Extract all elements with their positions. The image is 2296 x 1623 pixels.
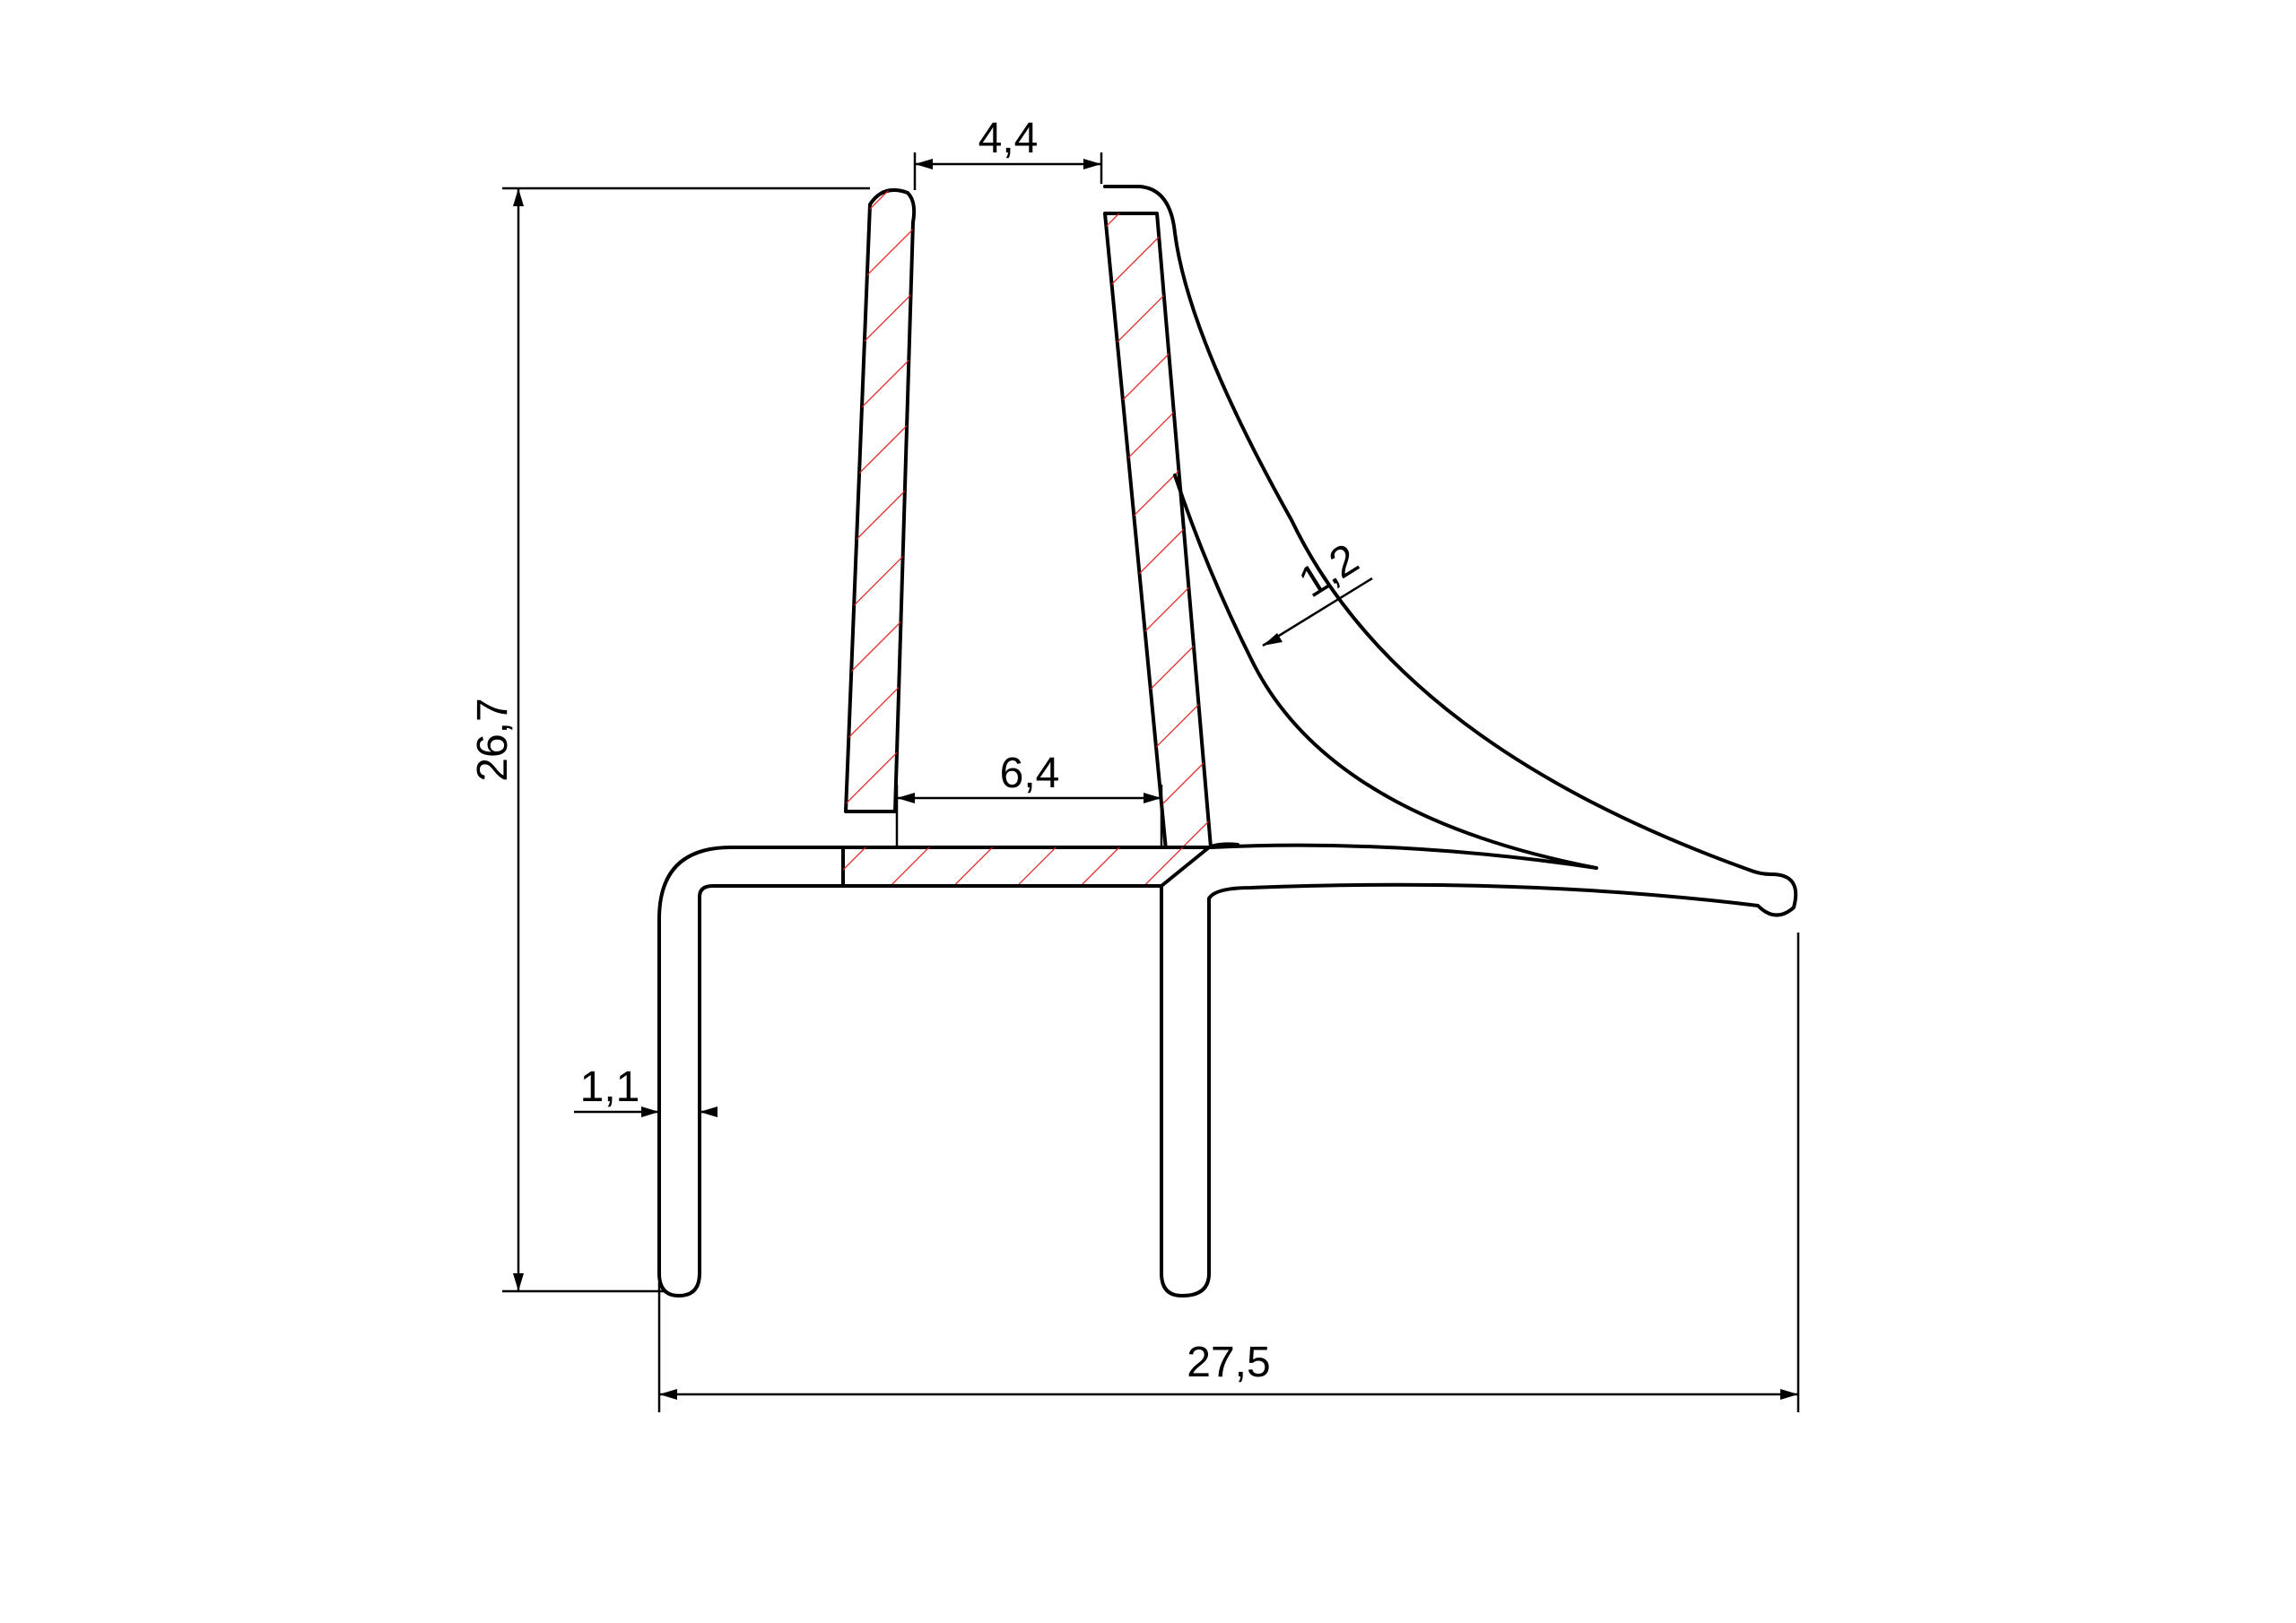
dimension-inner-bottom-width: 6,4 [895,750,1163,847]
left-channel-wall-hatch [846,189,915,812]
flange-right-edge [1207,842,1239,849]
dimension-leg-thickness: 1,1 [574,1063,718,1117]
dimension-total-height-label: 26,7 [469,698,517,781]
dimension-lip-thickness-label: 1,2 [1291,535,1367,607]
dimension-lip-thickness: 1,2 [1262,535,1373,647]
dimension-inner-bottom-width-label: 6,4 [1000,750,1060,797]
dimension-total-width: 27,5 [657,933,1800,1412]
dimension-total-height: 26,7 [469,187,870,1293]
channel-base-hatch [843,847,1209,886]
dimension-top-opening-label: 4,4 [978,115,1039,162]
dimension-top-opening: 4,4 [913,115,1103,190]
right-channel-wall-hatch [1105,213,1211,850]
lip-inner-contour [1173,473,1598,870]
profile-outline [657,185,1798,1298]
dimension-total-width-label: 27,5 [1187,1339,1270,1386]
dimension-leg-thickness-label: 1,1 [580,1063,640,1111]
